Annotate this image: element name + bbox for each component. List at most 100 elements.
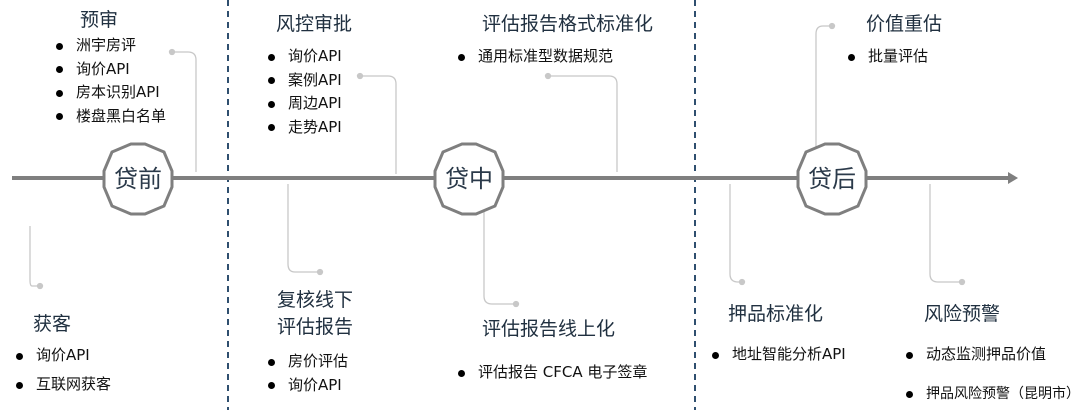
list-item-label: 押品风险预警（昆明市） (926, 386, 1080, 402)
group-list-xianshang: 评估报告 CFCA 电子签章 (454, 361, 647, 385)
list-item: 房本识别API (52, 81, 166, 105)
group-title-yushen: 预审 (80, 9, 119, 31)
list-item: 互联网获客 (12, 373, 111, 397)
list-item: 询价API (52, 58, 166, 82)
connector-xianshang (483, 210, 516, 305)
list-item: 楼盘黑白名单 (52, 105, 166, 129)
bullet-icon (56, 66, 63, 73)
connector-dot-fuhe (316, 268, 324, 276)
group-list-yajin: 地址智能分析API (708, 343, 846, 367)
list-item-label: 楼盘黑白名单 (76, 106, 167, 125)
bullet-icon (712, 351, 719, 359)
connector-dot-chongzhi (828, 22, 836, 30)
bullet-icon (268, 382, 275, 389)
bullet-icon (458, 369, 465, 377)
list-item-label: 询价API (288, 47, 342, 65)
list-item: 案例API (264, 69, 342, 93)
list-item-label: 评估报告 CFCA 电子签章 (478, 363, 648, 381)
list-item-label: 互联网获客 (36, 375, 112, 393)
connector-yujing (929, 184, 962, 283)
connector-dot-xianshang (512, 300, 520, 308)
group-title-yujing: 风险预警 (924, 303, 1001, 325)
bullet-icon (268, 124, 275, 131)
group-title-xianshang: 评估报告线上化 (482, 318, 616, 340)
list-item-label: 通用标准型数据规范 (478, 47, 614, 65)
list-item-label: 房本识别API (76, 83, 160, 101)
list-item-label: 案例API (288, 70, 342, 89)
bullet-icon (56, 113, 63, 120)
group-title-fengkong: 风控审批 (276, 13, 353, 35)
bullet-icon (268, 100, 275, 108)
list-item: 批量评估 (844, 45, 928, 69)
connector-fengkong (360, 75, 397, 174)
bullet-icon (268, 358, 275, 366)
bullet-icon (906, 351, 913, 359)
list-item: 询价API (12, 344, 111, 373)
bullet-icon (906, 390, 913, 398)
connector-dot-yujing (958, 278, 966, 286)
list-item-label: 询价API (76, 59, 130, 78)
bullet-icon (56, 89, 63, 97)
group-list-huoke: 询价API 互联网获客 (12, 344, 111, 397)
list-item: 房价评估 (264, 350, 348, 374)
connector-dot-yajin (738, 278, 746, 286)
bullet-icon (16, 352, 23, 360)
list-item-label: 房价评估 (288, 352, 349, 370)
list-item: 评估报告 CFCA 电子签章 (454, 361, 647, 385)
bullet-icon (848, 53, 855, 61)
group-title-fuhe-line2: 评估报告 (277, 316, 354, 338)
bullet-icon (56, 42, 63, 50)
stage-octagon-daizhong (433, 142, 505, 216)
list-item: 询价API (264, 374, 348, 398)
list-item-label: 走势API (288, 117, 342, 136)
connector-geshi (548, 75, 618, 172)
group-title-geshi: 评估报告格式标准化 (482, 13, 654, 35)
list-item-label: 动态监测押品价值 (926, 345, 1047, 363)
list-item: 押品风险预警（昆明市） (902, 382, 1080, 406)
list-item-label: 批量评估 (868, 47, 929, 65)
list-item-label: 周边API (288, 94, 342, 112)
list-item: 周边API (264, 92, 342, 116)
group-list-yujing: 动态监测押品价值 押品风险预警（昆明市） (902, 343, 1080, 406)
list-item: 通用标准型数据规范 (454, 45, 613, 69)
connector-dot-fengkong (356, 72, 364, 80)
list-item: 走势API (264, 116, 342, 140)
connector-dot-geshi (544, 72, 552, 80)
connector-yajin (729, 184, 742, 283)
bullet-icon (268, 53, 275, 61)
list-item-label: 询价API (288, 375, 342, 394)
group-title-fuhe-line1: 复核线下 (277, 289, 354, 311)
connectors (29, 22, 966, 308)
connector-huoke (29, 226, 40, 287)
connector-dot-yushen (168, 48, 176, 56)
connector-fuhe (287, 184, 320, 273)
timeline-arrowhead (1008, 172, 1018, 184)
list-item-label: 洲宇房评 (76, 36, 137, 54)
group-list-fuhe: 房价评估 询价API (264, 350, 348, 397)
list-item: 洲宇房评 (52, 34, 166, 58)
list-item-label: 询价API (36, 346, 90, 364)
list-item: 动态监测押品价值 (902, 343, 1080, 382)
connector-yushen (172, 51, 197, 172)
bullet-icon (268, 77, 275, 84)
group-list-yushen: 洲宇房评 询价API 房本识别API 楼盘黑白名单 (52, 34, 166, 128)
group-title-yajin: 押品标准化 (728, 303, 824, 325)
list-item-label: 地址智能分析API (732, 345, 846, 363)
stage-label-daihou: 贷后 (808, 165, 856, 193)
group-list-chongzhi: 批量评估 (844, 45, 928, 69)
stage-label-daizhong: 贷中 (445, 165, 493, 193)
list-item: 地址智能分析API (708, 343, 846, 367)
list-item: 询价API (264, 45, 342, 69)
stage-octagon-daihou (796, 142, 868, 216)
bullet-icon (458, 53, 465, 61)
group-list-geshi: 通用标准型数据规范 (454, 45, 613, 69)
group-title-huoke: 获客 (33, 313, 72, 335)
group-list-fengkong: 询价API 案例API 周边API 走势API (264, 45, 342, 139)
connector-chongzhi (815, 25, 832, 150)
group-title-chongzhi: 价值重估 (866, 13, 943, 35)
connector-dot-huoke (36, 282, 44, 290)
stage-octagon-daiqian (102, 142, 174, 216)
stage-label-daiqian: 贷前 (114, 165, 162, 193)
